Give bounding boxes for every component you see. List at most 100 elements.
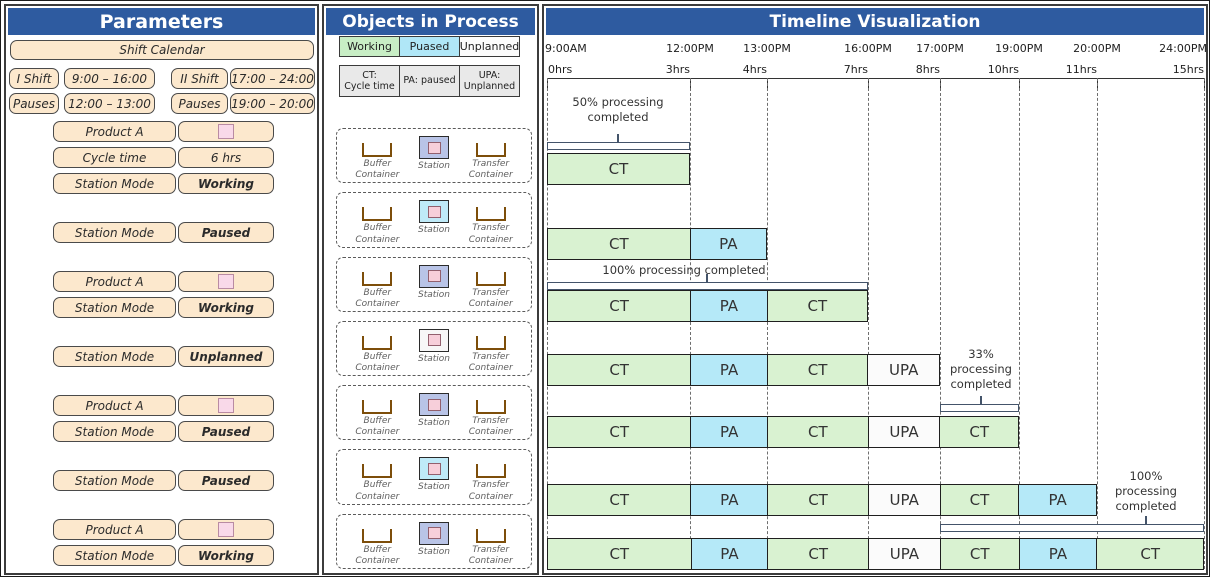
label-line: Container xyxy=(355,170,400,181)
param-value-button[interactable]: Paused xyxy=(178,222,274,243)
buffer-container-icon xyxy=(362,143,393,157)
shift-1-hours-button[interactable]: 9:00 – 16:00 xyxy=(64,68,155,89)
param-label-button[interactable]: Station Mode xyxy=(53,421,176,442)
label-line: Container xyxy=(468,170,513,181)
time-axis-label: 16:00PM xyxy=(844,42,892,55)
legend-key-line: Unplanned xyxy=(463,81,516,92)
station: Station xyxy=(406,451,463,503)
completion-brace xyxy=(940,404,1019,412)
product-color-button[interactable] xyxy=(178,271,274,292)
param-value-button[interactable]: Paused xyxy=(178,421,274,442)
timeline-segment-pa: PA xyxy=(689,229,766,259)
param-value-button[interactable]: Paused xyxy=(178,470,274,491)
param-label-button[interactable]: Station Mode xyxy=(53,470,176,491)
station-icon xyxy=(419,521,449,545)
legend-state-working: Working xyxy=(339,36,400,57)
completion-brace xyxy=(547,142,690,150)
legend-key-line: Cycle time xyxy=(344,81,395,92)
pauses-1-label-button[interactable]: Pauses xyxy=(9,93,59,114)
timeline-segment-pa: PA xyxy=(690,291,767,321)
param-value-button[interactable]: Unplanned xyxy=(178,346,274,367)
param-value-button[interactable]: Working xyxy=(178,173,274,194)
transfer-container-icon xyxy=(475,400,506,415)
param-value-button[interactable]: 6 hrs xyxy=(178,147,274,168)
pauses-1-hours-button[interactable]: 12:00 – 13:00 xyxy=(64,93,155,114)
param-label-button[interactable]: Cycle time xyxy=(53,147,176,168)
buffer-container-icon xyxy=(362,400,393,415)
parameter-row: Product A xyxy=(6,271,317,292)
timeline-segment-ct: CT xyxy=(548,355,691,385)
param-label-button[interactable]: Product A xyxy=(53,395,176,416)
gridline xyxy=(940,78,941,569)
param-label-button[interactable]: Product A xyxy=(53,519,176,540)
station-part-icon xyxy=(427,270,441,283)
station-icon xyxy=(419,457,449,481)
gridline xyxy=(1204,78,1205,569)
buffer-container-icon xyxy=(362,464,393,479)
timeline-segment-pa: PA xyxy=(690,417,768,447)
param-label-button[interactable]: Station Mode xyxy=(53,222,176,243)
timeline-segment-pa: PA xyxy=(1018,485,1096,515)
pauses-2-label-button[interactable]: Pauses xyxy=(171,93,228,114)
param-label-button[interactable]: Product A xyxy=(53,121,176,142)
label-line: Transfer xyxy=(472,416,510,427)
param-label-button[interactable]: Station Mode xyxy=(53,346,176,367)
label-line: Container xyxy=(468,363,513,374)
param-value-button[interactable]: Working xyxy=(178,297,274,318)
gridline xyxy=(1019,78,1020,569)
station-icon xyxy=(419,264,449,288)
shift-2-hours-button[interactable]: 17:00 – 24:00 xyxy=(230,68,315,89)
timeline-row: CT xyxy=(547,153,690,185)
annotation-line: processing xyxy=(950,361,1012,376)
product-color-button[interactable] xyxy=(178,121,274,142)
label-line: Transfer xyxy=(472,480,510,491)
legend-key-1: PA: paused xyxy=(399,65,460,97)
param-label-button[interactable]: Station Mode xyxy=(53,545,176,566)
param-label-button[interactable]: Station Mode xyxy=(53,173,176,194)
annotation-line: processing xyxy=(1115,483,1177,498)
parameter-row: Product A xyxy=(6,519,317,540)
timeline-segment-ct: CT xyxy=(548,154,689,184)
product-color-button[interactable] xyxy=(178,519,274,540)
buffer-container-icon xyxy=(362,528,393,543)
param-label-button[interactable]: Product A xyxy=(53,271,176,292)
timeline-title: Timeline Visualization xyxy=(546,8,1204,35)
param-label-button[interactable]: Station Mode xyxy=(53,297,176,318)
shift-2-label-button[interactable]: II Shift xyxy=(171,68,228,89)
label-line: Container xyxy=(468,491,513,502)
timeline-segment-ct: CT xyxy=(548,539,691,569)
gridline xyxy=(690,78,691,569)
station-part-icon xyxy=(427,205,441,218)
timeline-segment-ct: CT xyxy=(767,539,869,569)
product-color-button[interactable] xyxy=(178,395,274,416)
shift-calendar-button[interactable]: Shift Calendar xyxy=(10,40,314,60)
hour-axis-label: 15hrs xyxy=(1172,63,1204,76)
param-value-button[interactable]: Working xyxy=(178,545,274,566)
timeline-segment-pa: PA xyxy=(690,539,768,569)
time-axis-label: 20:00PM xyxy=(1073,42,1121,55)
timeline-segment-upa: UPA xyxy=(867,417,940,447)
annotation-line: 100% xyxy=(1129,469,1163,483)
pauses-2-hours-button[interactable]: 19:00 – 20:00 xyxy=(230,93,315,114)
station-icon xyxy=(419,393,449,417)
hour-axis-label: 11hrs xyxy=(1065,63,1097,76)
shift-1-label-button[interactable]: I Shift xyxy=(9,68,59,89)
gridline xyxy=(767,78,768,569)
